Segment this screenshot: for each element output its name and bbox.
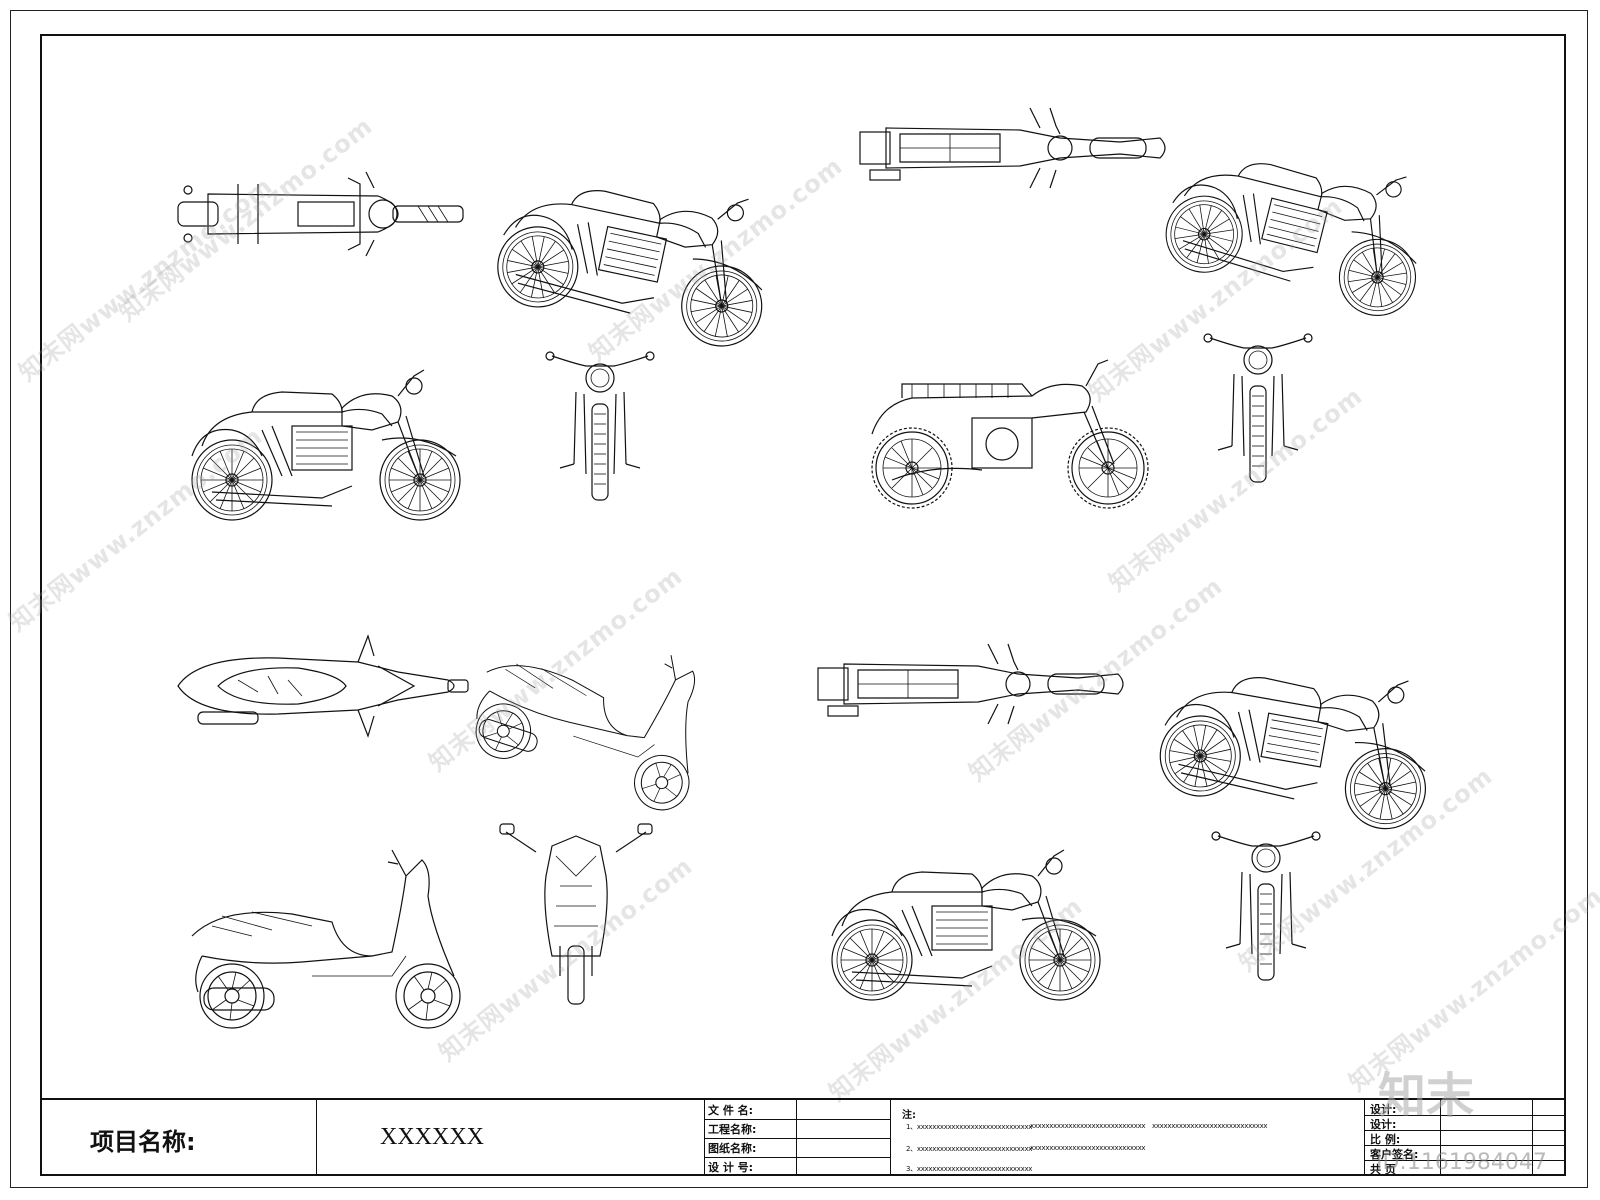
client-signature-label: 客户签名:: [1370, 1148, 1419, 1161]
outer-frame: [10, 10, 1588, 1188]
designer-label-2: 设计:: [1370, 1118, 1397, 1131]
scrambler-side-view: [871, 359, 1149, 509]
title-block: 项目名称: XXXXXX 文 件 名: 工程名称: 图纸名称: 设 计 号: 注…: [40, 1098, 1566, 1176]
note-line: xxxxxxxxxxxxxxxxxxxxxxxxxxxxxx: [1030, 1144, 1146, 1152]
project-title-label: 工程名称:: [708, 1123, 757, 1136]
classic-cruiser-front-view: [545, 351, 655, 501]
designer-label: 设计:: [1370, 1103, 1397, 1116]
drawing-area: [177, 107, 1564, 1098]
znzmo-logo-watermark: 知末: [1378, 1068, 1475, 1124]
project-name-value: XXXXXX: [380, 1124, 484, 1150]
note-line: xxxxxxxxxxxxxxxxxxxxxxxxxxxxxx: [1152, 1122, 1268, 1130]
note-line: 3、xxxxxxxxxxxxxxxxxxxxxxxxxxxxxx: [906, 1165, 1033, 1173]
project-name-label: 项目名称:: [90, 1128, 196, 1156]
note-line: xxxxxxxxxxxxxxxxxxxxxxxxxxxxxx: [1030, 1122, 1146, 1130]
bonneville-perspective-view: [1154, 641, 1444, 835]
image-id-watermark: ID:1161984047: [1376, 1150, 1547, 1175]
note-line: 2、xxxxxxxxxxxxxxxxxxxxxxxxxxxxxx: [906, 1145, 1033, 1153]
scale-label: 比 例:: [1370, 1133, 1401, 1146]
inner-frame: [40, 34, 1566, 1176]
file-name-label: 文 件 名:: [708, 1104, 754, 1117]
note-line: 1、xxxxxxxxxxxxxxxxxxxxxxxxxxxxxx: [906, 1123, 1033, 1131]
scooter-top-view: [177, 635, 469, 737]
drawing-name-label: 图纸名称:: [708, 1142, 757, 1155]
notes-title: 注:: [902, 1110, 916, 1121]
scrambler-top-view: [859, 107, 1166, 189]
total-pages-label: 共 页: [1370, 1163, 1396, 1176]
scooter-side-view: [192, 850, 460, 1028]
design-number-label: 设 计 号:: [708, 1161, 754, 1174]
